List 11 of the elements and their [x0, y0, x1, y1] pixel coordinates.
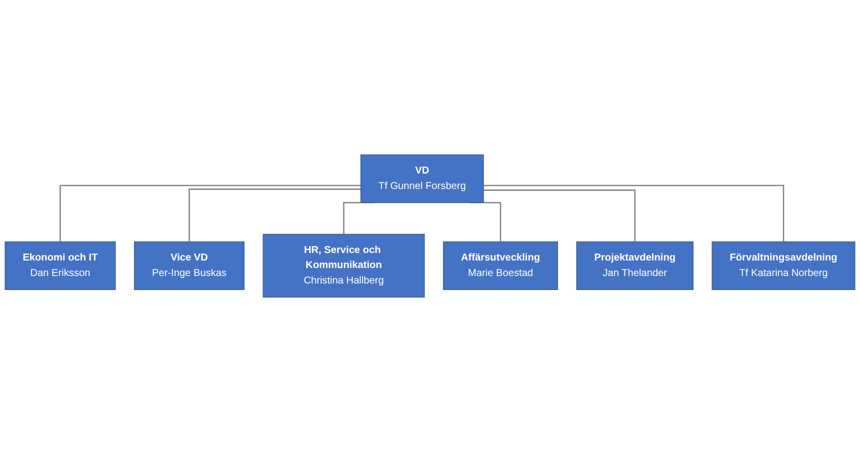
- connector: [484, 184, 784, 242]
- node-box: Affärsutveckling Marie Boestad: [443, 241, 558, 290]
- node-box: Ekonomi och IT Dan Eriksson: [4, 241, 116, 290]
- connector: [60, 184, 361, 242]
- connector: [188, 188, 361, 242]
- node-box: VD Tf Gunnel Forsberg: [360, 154, 484, 203]
- node-box: Projektavdelning Jan Thelander: [576, 241, 694, 290]
- node-box: Vice VD Per-Inge Buskas: [134, 241, 244, 290]
- node-box: Förvaltningsavdelning Tf Katarina Norberg: [712, 241, 856, 290]
- connector: [484, 190, 636, 242]
- node-box: HR, Service och Kommunikation Christina Hallberg: [262, 234, 425, 298]
